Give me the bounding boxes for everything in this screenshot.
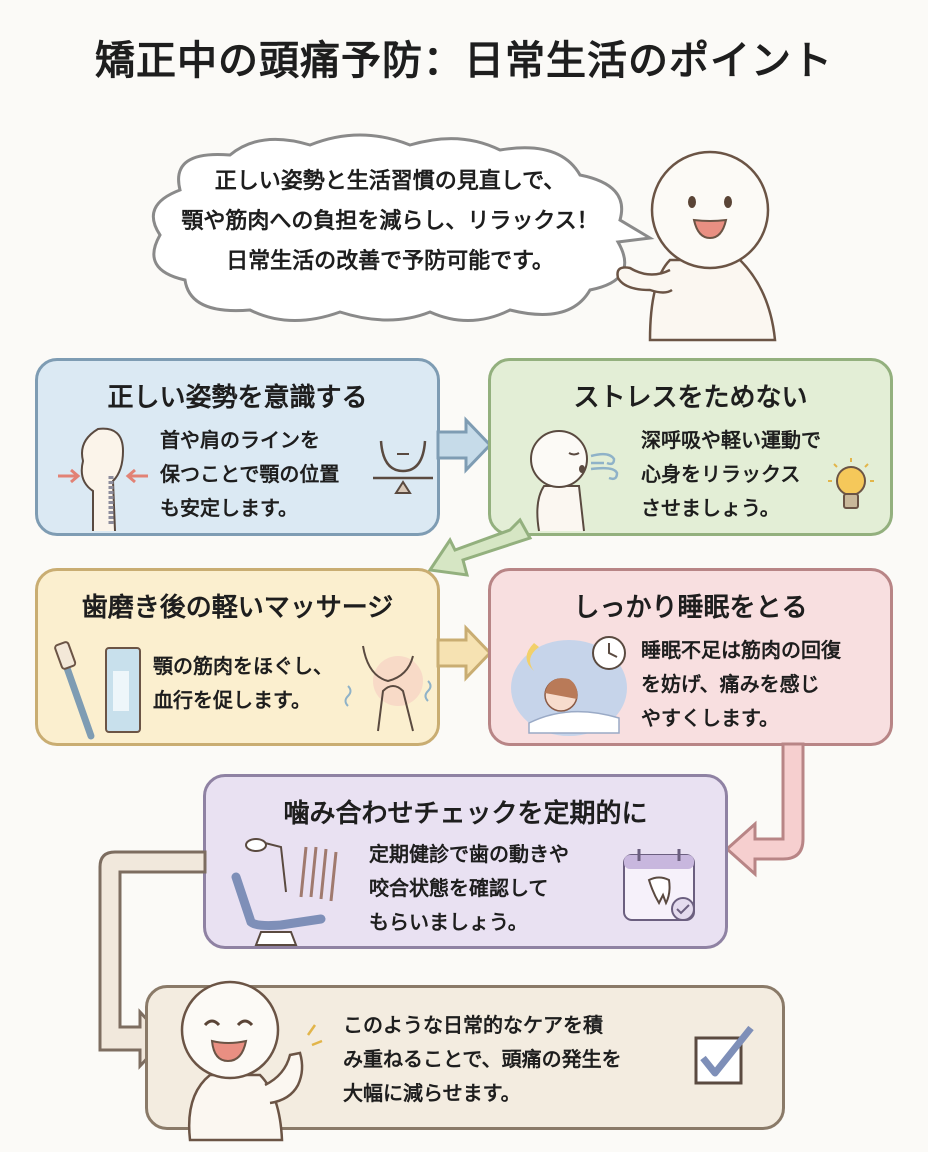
card-stress: ストレスをためない 深呼吸や軽い運動で 心身をリラックス させましょう。: [488, 358, 893, 536]
card-body: 定期健診で歯の動きや 咬合状態を確認して もらいましょう。: [369, 842, 569, 934]
card-title: ストレスをためない: [573, 383, 808, 413]
toothbrush-icon: [54, 641, 95, 740]
card-massage: 歯磨き後の軽いマッサージ 顎の筋肉をほぐし、 血行を促します。: [35, 568, 440, 746]
card-bite-check: 噛み合わせチェックを定期的に 定期健診で歯の動きや 咬合状態を確認して もらいま…: [203, 774, 728, 949]
card-title: 歯磨き後の軽いマッサージ: [81, 593, 394, 623]
page-title: 矯正中の頭痛予防：日常生活のポイント: [95, 38, 833, 84]
flow-arrow-loop-icon: [98, 850, 207, 1070]
flow-arrow-right-icon: [436, 624, 493, 682]
card-body: 深呼吸や軽い運動で 心身をリラックス させましょう。: [641, 428, 821, 520]
card-title: しっかり睡眠をとる: [573, 593, 808, 623]
speech-bubble-shape: [151, 133, 655, 322]
sleeping-girl-icon: [511, 636, 627, 736]
card-body: 顎の筋肉をほぐし、 血行を促します。: [153, 654, 333, 712]
card-sleep: しっかり睡眠をとる 睡眠不足は筋肉の回復 を妨げ、痛みを感じ やすくします。: [488, 568, 893, 746]
card-posture: 正しい姿勢を意識する 首や肩のラインを 保つことで顎の位置 も安定します。: [35, 358, 440, 536]
jaw-balance-icon: [373, 440, 433, 494]
flow-arrow-diagonal-icon: [427, 517, 533, 577]
breathing-person-icon: [530, 430, 619, 532]
moon-icon: [526, 643, 539, 671]
flow-arrow-right-icon: [436, 416, 493, 474]
wind-icon: [590, 452, 619, 481]
card-body: 睡眠不足は筋肉の回復 を妨げ、痛みを感じ やすくします。: [641, 638, 841, 730]
card-title: 噛み合わせチェックを定期的に: [283, 799, 648, 829]
checkbox-check-icon: [694, 1025, 754, 1085]
card-body: 首や肩のラインを 保つことで顎の位置 も安定します。: [160, 428, 340, 520]
toothpaste-icon: [105, 647, 141, 733]
calendar-tooth-check-icon: [623, 849, 695, 921]
character-thumbs-up-icon: [180, 980, 323, 1142]
flow-arrow-down-left-icon: [724, 742, 805, 878]
speech-bubble-text: 正しい姿勢と生活習慣の見直しで、 顎や筋肉への負担を減らし、リラックス！ 日常生…: [181, 169, 599, 274]
posture-spine-icon: [58, 427, 148, 532]
card-title: 正しい姿勢を意識する: [107, 383, 368, 413]
card-body: このような日常的なケアを積 み重ねることで、頭痛の発生を 大幅に減らせます。: [343, 1013, 622, 1105]
lightbulb-icon: [828, 458, 874, 509]
dental-chair-icon: [231, 838, 338, 946]
character-pointing-icon: [616, 150, 777, 342]
jaw-massage-icon: [344, 645, 432, 732]
